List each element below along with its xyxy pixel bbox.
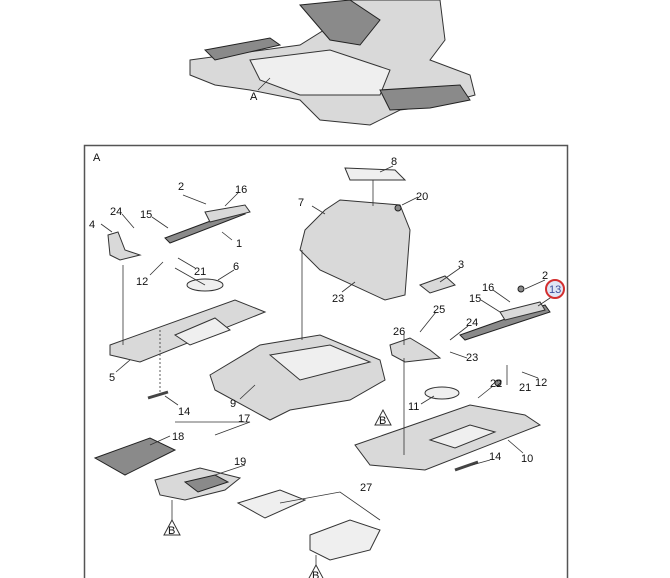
callout-17: 17 <box>238 413 250 425</box>
callout-20: 20 <box>416 191 428 203</box>
callout-3: 3 <box>458 259 464 271</box>
callout-24: 24 <box>110 206 122 218</box>
callout-18: 18 <box>172 431 184 443</box>
callout-15: 15 <box>140 209 152 221</box>
view-ref-b-left: B <box>163 518 181 537</box>
callout-26: 26 <box>393 326 405 338</box>
callout-12-right: 12 <box>535 377 547 389</box>
callout-1: 1 <box>236 238 242 250</box>
callout-25: 25 <box>433 304 445 316</box>
callout-23-right: 23 <box>466 352 478 364</box>
callout-21: 21 <box>194 266 206 278</box>
view-ref-b-right: B <box>374 408 392 427</box>
center-console-parts <box>209 165 419 421</box>
callout-15-right: 15 <box>469 293 481 305</box>
callout-27: 27 <box>360 482 372 494</box>
overview-callout-a: A <box>250 91 258 103</box>
callout-13-highlighted: 13 <box>549 284 561 296</box>
left-sill-parts <box>100 192 267 406</box>
view-ref-b-bottom: B <box>308 563 324 578</box>
callout-14: 14 <box>178 406 190 418</box>
callout-16-right: 16 <box>482 282 494 294</box>
callout-4: 4 <box>89 219 95 231</box>
callout-10: 10 <box>521 453 533 465</box>
callout-11: 11 <box>408 401 419 413</box>
callout-12: 12 <box>136 276 148 288</box>
callout-5: 5 <box>109 372 115 384</box>
callout-2-right: 2 <box>542 270 548 282</box>
right-sill-parts <box>354 267 554 472</box>
callout-7: 7 <box>298 197 304 209</box>
svg-text:B: B <box>379 415 386 427</box>
callout-14-right: 14 <box>489 451 501 463</box>
callout-16: 16 <box>235 184 247 196</box>
overview-floor-assembly: A <box>189 0 476 126</box>
svg-text:B: B <box>168 525 175 537</box>
callout-8: 8 <box>391 156 397 168</box>
callout-2: 2 <box>178 181 184 193</box>
callout-labels: 2 16 24 15 4 1 12 21 6 5 14 9 7 8 20 3 2… <box>89 156 561 494</box>
callout-19: 19 <box>234 456 246 468</box>
callout-9: 9 <box>230 398 236 410</box>
detail-view-label: A <box>93 152 101 164</box>
highlight-ring <box>545 279 565 299</box>
callout-24-right: 24 <box>466 317 478 329</box>
svg-text:B: B <box>312 570 319 578</box>
floor-mats <box>93 421 381 565</box>
callout-21-right: 21 <box>519 382 531 394</box>
detail-view-frame <box>83 144 569 578</box>
callout-23: 23 <box>332 293 344 305</box>
callout-22: 22 <box>490 378 502 390</box>
callout-6: 6 <box>233 261 239 273</box>
